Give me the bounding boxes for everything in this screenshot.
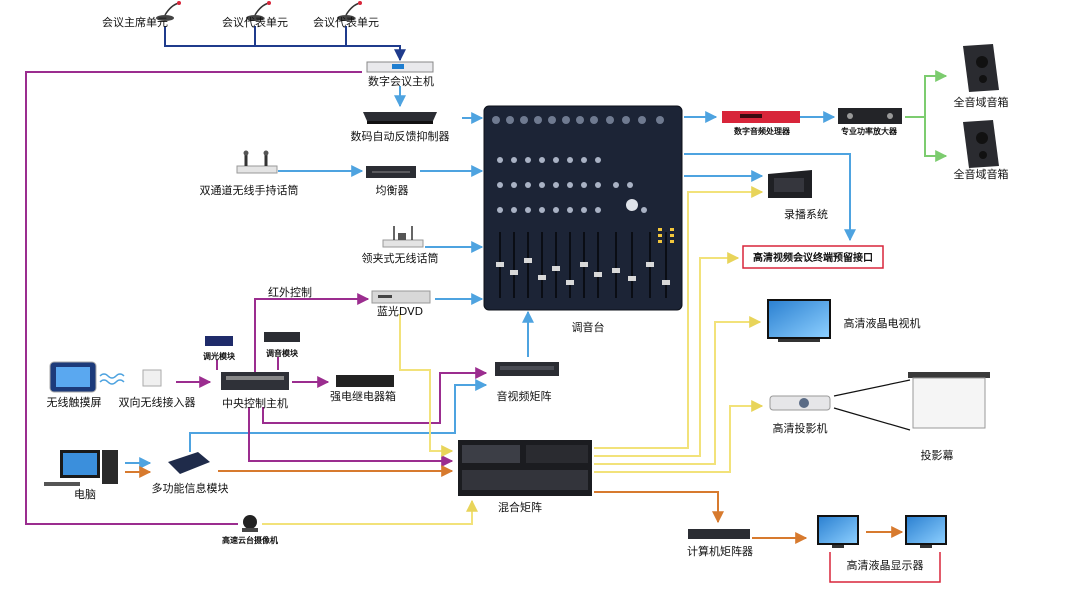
label-speaker-1: 全音域音箱 bbox=[954, 95, 1009, 109]
display-group-bracket bbox=[829, 552, 941, 583]
lcd-display-1-device bbox=[817, 515, 859, 548]
speaker-1-device bbox=[963, 44, 999, 92]
label-lcd-tv: 高清液晶电视机 bbox=[844, 316, 921, 330]
label-projection-screen: 投影幕 bbox=[921, 448, 954, 462]
link-controller-to-avmatrix bbox=[262, 367, 488, 424]
link-hybrid-to-tv bbox=[594, 316, 762, 465]
hybrid-matrix-device bbox=[458, 440, 592, 496]
dimmer-module-device bbox=[205, 336, 233, 346]
touch-screen-device bbox=[49, 361, 97, 393]
projector-device bbox=[769, 395, 831, 411]
bluray-dvd-device bbox=[371, 290, 431, 304]
equalizer-device bbox=[366, 166, 416, 178]
link-hybrid-to-compmatrix bbox=[594, 491, 724, 524]
wireless-access-device bbox=[142, 369, 162, 387]
label-speaker-2: 全音域音箱 bbox=[954, 167, 1009, 181]
mixer-device bbox=[483, 105, 683, 311]
label-computer: 电脑 bbox=[74, 488, 96, 501]
recording-system-device bbox=[768, 170, 812, 198]
label-mixer: 调音台 bbox=[572, 320, 605, 334]
label-bluray-dvd: 蓝光DVD bbox=[377, 304, 423, 318]
feedback-suppressor-device bbox=[363, 112, 437, 124]
label-hybrid-matrix: 混合矩阵 bbox=[498, 500, 542, 514]
ptz-camera-device bbox=[242, 515, 258, 532]
link-camera-to-hybrid bbox=[262, 499, 478, 525]
label-equalizer: 均衡器 bbox=[376, 184, 409, 197]
link-multi-to-avmatrix bbox=[189, 379, 488, 452]
link-hybrid-to-recording bbox=[594, 186, 764, 449]
delegate-unit-1-icon bbox=[246, 1, 271, 21]
label-ir-control: 红外控制 bbox=[268, 285, 312, 299]
label-central-controller: 中央控制主机 bbox=[222, 396, 288, 410]
label-lavalier-mic: 领夹式无线话筒 bbox=[362, 251, 439, 265]
power-amplifier-device bbox=[838, 108, 902, 124]
delegate-unit-2-icon bbox=[337, 1, 362, 21]
link-touch-wave bbox=[99, 373, 125, 379]
label-multifunction-module: 多功能信息模块 bbox=[152, 481, 229, 495]
link-host-to-camera bbox=[25, 71, 362, 525]
link-conference-bus bbox=[164, 26, 406, 62]
label-power-amplifier: 专业功率放大器 bbox=[841, 126, 898, 136]
projection-beam bbox=[833, 379, 911, 431]
label-touch-screen: 无线触摸屏 bbox=[47, 395, 102, 409]
chair-unit-icon bbox=[156, 1, 181, 21]
label-conference-host: 数字会议主机 bbox=[368, 74, 434, 88]
link-dvd-to-hybrid bbox=[399, 314, 454, 457]
label-delegate-unit-2: 会议代表单元 bbox=[313, 15, 379, 29]
label-projector: 高清投影机 bbox=[773, 421, 828, 435]
label-volume-module: 调音模块 bbox=[266, 348, 299, 358]
lcd-tv-device bbox=[767, 299, 831, 342]
link-ir-to-dvd bbox=[254, 293, 370, 380]
label-wireless-access: 双向无线接入器 bbox=[119, 395, 196, 409]
link-controller-to-hybrid bbox=[248, 407, 454, 467]
label-computer-matrix: 计算机矩阵器 bbox=[687, 544, 753, 558]
label-feedback-suppressor: 数码自动反馈抑制器 bbox=[351, 129, 450, 143]
label-chair-unit: 会议主席单元 bbox=[102, 15, 168, 29]
device-labels: 会议主席单元 会议代表单元 会议代表单元 数字会议主机 数码自动反馈抑制器 双通… bbox=[47, 15, 1009, 572]
link-mixer-to-vc bbox=[684, 153, 856, 242]
link-amp-to-speaker-1 bbox=[905, 70, 948, 118]
relay-box-device bbox=[336, 375, 394, 387]
central-controller-device bbox=[221, 372, 289, 390]
hd-vc-interface-box bbox=[742, 245, 884, 269]
computer-matrix-device bbox=[688, 529, 750, 539]
audio-processor-device bbox=[722, 111, 800, 123]
label-dimmer-module: 调光模块 bbox=[203, 351, 236, 361]
lavalier-mic-device bbox=[382, 226, 424, 248]
label-av-matrix: 音视频矩阵 bbox=[497, 389, 552, 403]
label-lcd-displays: 高清液晶显示器 bbox=[847, 558, 924, 572]
link-amp-to-speaker-2 bbox=[924, 117, 948, 162]
label-relay-box: 强电继电器箱 bbox=[330, 389, 396, 403]
computer-device bbox=[44, 450, 118, 486]
link-touch-wave-2 bbox=[99, 379, 125, 385]
av-matrix-device bbox=[495, 362, 559, 376]
volume-module-device bbox=[264, 332, 300, 342]
link-hybrid-to-vc bbox=[594, 252, 740, 457]
label-delegate-unit-1: 会议代表单元 bbox=[222, 15, 288, 29]
connection-lines bbox=[25, 26, 948, 544]
label-wireless-handheld-mic: 双通道无线手持话筒 bbox=[200, 183, 299, 197]
label-recording-system: 录播系统 bbox=[784, 207, 828, 221]
conference-host-device bbox=[366, 61, 434, 73]
projection-screen-device bbox=[908, 372, 990, 429]
speaker-2-device bbox=[963, 120, 999, 168]
label-hd-vc-interface: 高清视频会议终端预留接口 bbox=[753, 251, 873, 264]
link-hybrid-to-projector bbox=[594, 400, 764, 473]
wireless-mic-set-device bbox=[236, 150, 278, 174]
label-audio-processor: 数字音频处理器 bbox=[734, 126, 791, 136]
label-ptz-camera: 高速云台摄像机 bbox=[222, 535, 278, 545]
lcd-display-2-device bbox=[905, 515, 947, 548]
multifunction-module-device bbox=[168, 452, 210, 474]
